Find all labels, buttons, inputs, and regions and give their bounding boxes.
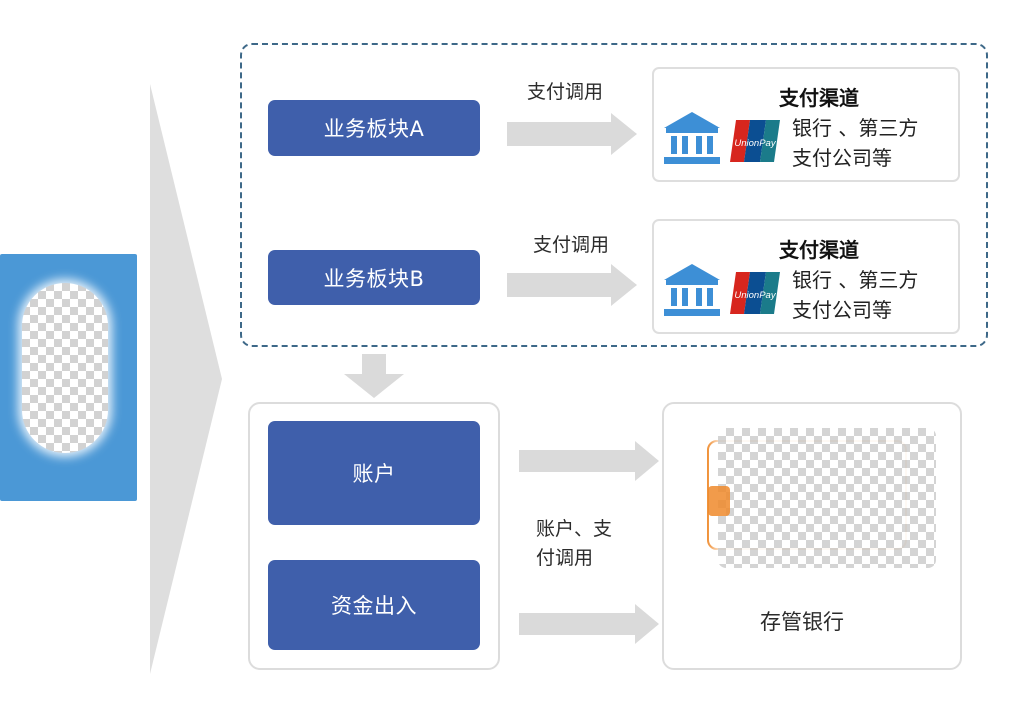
module-a-button[interactable]: 业务板块A — [268, 100, 480, 156]
arrow-b-label: 支付调用 — [533, 234, 610, 256]
middle-label-line1: 账户、支 — [536, 518, 613, 540]
channel-b-title: 支付渠道 — [779, 238, 859, 262]
arrow-funds-to-bank — [519, 604, 659, 644]
funds-label: 资金出入 — [331, 594, 417, 618]
channel-b-desc-line2: 支付公司等 — [792, 298, 892, 322]
bank-building-icon — [664, 112, 720, 164]
big-chevron-arrow — [150, 84, 222, 674]
unionpay-logo-text: UnionPay — [734, 138, 776, 149]
arrow-account-to-bank — [519, 441, 659, 481]
channel-a-title: 支付渠道 — [779, 86, 859, 110]
middle-label-line2: 付调用 — [536, 547, 594, 569]
bank-building-icon — [664, 264, 720, 316]
module-b-label: 业务板块B — [323, 266, 425, 291]
business-modules-group — [240, 43, 988, 347]
module-a-label: 业务板块A — [323, 117, 425, 141]
arrow-a-label: 支付调用 — [527, 81, 604, 103]
funds-flow-button[interactable]: 资金出入 — [268, 560, 480, 650]
channel-b-desc-line1: 银行 、第三方 — [792, 268, 919, 292]
bank-card-accent — [708, 486, 730, 516]
account-button[interactable]: 账户 — [268, 421, 480, 525]
unionpay-logo-icon: UnionPay — [730, 272, 780, 314]
unionpay-logo-icon: UnionPay — [730, 120, 780, 162]
unionpay-logo-text: UnionPay — [734, 290, 776, 301]
arrow-a — [507, 113, 637, 155]
bank-image-placeholder — [718, 428, 936, 568]
custodian-bank-label: 存管银行 — [760, 610, 844, 634]
down-arrow — [344, 354, 404, 398]
module-b-button[interactable]: 业务板块B — [268, 250, 480, 305]
account-label: 账户 — [352, 462, 396, 486]
channel-a-desc-line1: 银行 、第三方 — [792, 116, 919, 140]
left-image-placeholder — [22, 283, 108, 453]
channel-a-desc-line2: 支付公司等 — [792, 146, 892, 170]
arrow-b — [507, 264, 637, 306]
